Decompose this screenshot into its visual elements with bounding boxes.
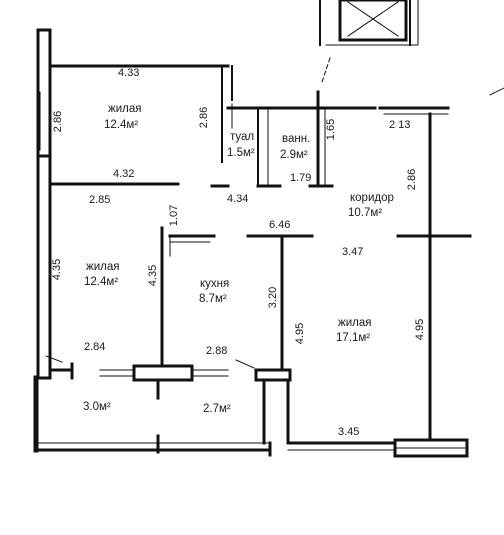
dim-label: 3.20 bbox=[267, 286, 280, 309]
room-area-balcony-2: 2.7м² bbox=[203, 403, 231, 415]
room-area-bathroom: 2.9м² bbox=[280, 149, 308, 161]
dim-label: 1.07 bbox=[168, 204, 181, 227]
dim-label: 4.35 bbox=[147, 264, 160, 287]
room-area-kitchen: 8.7м² bbox=[199, 293, 227, 305]
room-name-living-1: жилая bbox=[108, 103, 142, 115]
dim-label: 2.85 bbox=[89, 194, 111, 206]
room-name-living-3: жилая bbox=[338, 317, 372, 329]
dim-label: 3.45 bbox=[338, 426, 360, 438]
room-name-toilet: туал bbox=[230, 131, 255, 143]
dim-label: 2 13 bbox=[389, 119, 411, 131]
room-area-toilet: 1.5м² bbox=[227, 147, 255, 159]
dim-label: 2.86 bbox=[52, 110, 65, 133]
interior-walls bbox=[45, 64, 472, 454]
dim-label: 6.46 bbox=[269, 219, 291, 231]
room-area-living-1: 12.4м² bbox=[104, 119, 139, 131]
room-area-living-3: 17.1м² bbox=[336, 332, 371, 344]
room-name-kitchen: кухня bbox=[200, 278, 230, 290]
room-area-balcony-1: 3.0м² bbox=[83, 401, 111, 413]
dim-label: 1.65 bbox=[325, 118, 338, 141]
exterior-walls bbox=[33, 28, 469, 458]
room-area-corridor: 10.7м² bbox=[348, 207, 383, 219]
dim-label: 1.79 bbox=[290, 172, 312, 184]
dim-label: 2.86 bbox=[198, 106, 211, 129]
dim-label: 2.88 bbox=[206, 345, 228, 357]
room-name-bathroom: ванн. bbox=[282, 133, 311, 145]
room-name-living-2: жилая bbox=[86, 261, 120, 273]
dim-label: 4.35 bbox=[51, 258, 64, 281]
dim-label: 4.32 bbox=[113, 168, 135, 180]
dim-label: 2.84 bbox=[84, 341, 106, 353]
stairwell bbox=[319, 0, 504, 96]
dim-label: 4.33 bbox=[118, 67, 140, 79]
dim-label: 4.34 bbox=[227, 193, 249, 205]
dim-label: 2.86 bbox=[406, 168, 419, 191]
room-name-corridor: коридор bbox=[350, 192, 394, 204]
dim-label: 4.95 bbox=[294, 322, 307, 345]
dim-label: 4.95 bbox=[414, 318, 427, 341]
room-area-living-2: 12.4м² bbox=[84, 276, 119, 288]
dim-label: 3.47 bbox=[342, 246, 364, 258]
